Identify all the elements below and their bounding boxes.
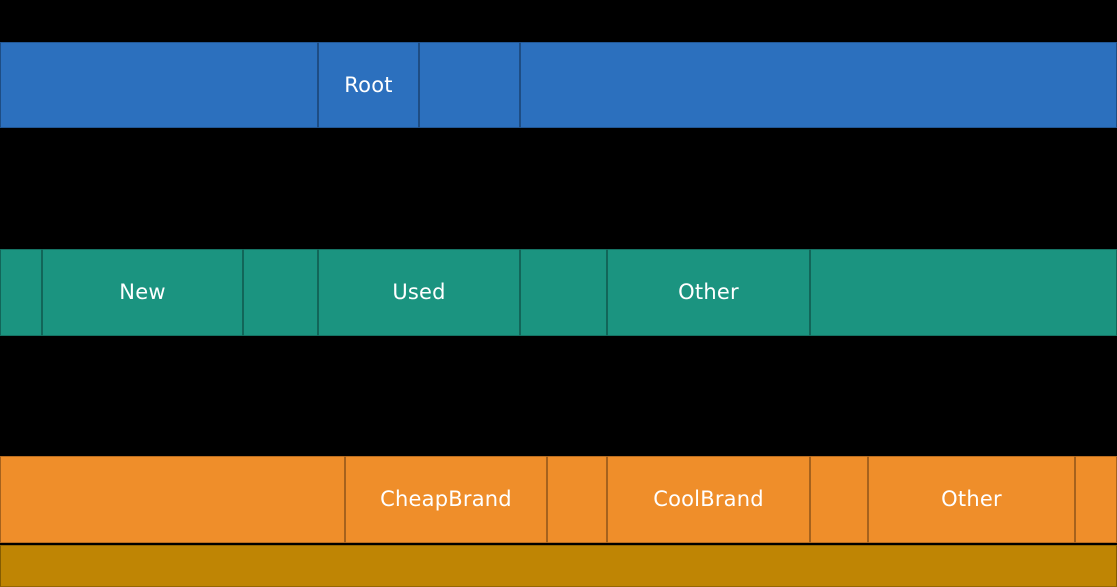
icicle-node-unlabeled[interactable] — [1075, 456, 1117, 543]
icicle-node-unlabeled[interactable] — [0, 249, 42, 336]
icicle-level-0: Root — [0, 42, 1117, 128]
icicle-level-3 — [0, 545, 1117, 587]
icicle-node-unlabeled[interactable] — [520, 42, 1117, 128]
icicle-node-root[interactable]: Root — [318, 42, 419, 128]
icicle-node-unlabeled[interactable] — [243, 249, 318, 336]
icicle-node-label: Other — [678, 280, 739, 304]
icicle-node-coolbrand[interactable]: CoolBrand — [607, 456, 810, 543]
icicle-node-unlabeled[interactable] — [0, 456, 345, 543]
icicle-node-label: Used — [392, 280, 446, 304]
icicle-node-other[interactable]: Other — [607, 249, 810, 336]
icicle-node-used[interactable]: Used — [318, 249, 520, 336]
icicle-node-label: CoolBrand — [653, 487, 764, 511]
icicle-node-unlabeled[interactable] — [547, 456, 607, 543]
icicle-node-unlabeled[interactable] — [419, 42, 520, 128]
icicle-node-label: CheapBrand — [380, 487, 512, 511]
icicle-node-label: Root — [344, 72, 393, 97]
icicle-level-2: CheapBrand CoolBrand Other — [0, 456, 1117, 543]
icicle-level-1: New Used Other — [0, 249, 1117, 336]
icicle-node-unlabeled[interactable] — [0, 545, 1117, 587]
icicle-node-label: Other — [941, 487, 1002, 511]
icicle-node-cheapbrand[interactable]: CheapBrand — [345, 456, 547, 543]
icicle-node-other[interactable]: Other — [868, 456, 1075, 543]
icicle-node-label: New — [119, 280, 166, 304]
icicle-node-unlabeled[interactable] — [810, 249, 1117, 336]
icicle-node-unlabeled[interactable] — [810, 456, 868, 543]
icicle-node-unlabeled[interactable] — [520, 249, 607, 336]
icicle-node-unlabeled[interactable] — [0, 42, 318, 128]
icicle-node-new[interactable]: New — [42, 249, 243, 336]
